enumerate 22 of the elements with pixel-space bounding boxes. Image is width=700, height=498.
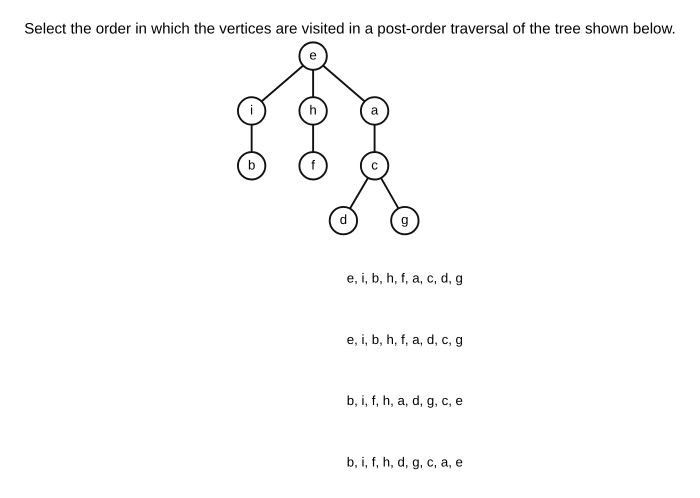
label: e, i, b, h, f, a, d, c, g	[346, 332, 463, 347]
connector	[349, 177, 369, 209]
connector	[380, 178, 400, 209]
label: b, i, f, h, a, d, g, c, e	[346, 393, 463, 408]
connector	[250, 124, 253, 152]
connector	[374, 124, 376, 152]
connector	[261, 65, 304, 102]
label: b, i, f, h, d, g, c, a, e	[346, 454, 463, 470]
node-circle: i	[237, 96, 266, 126]
node-circle: f	[298, 151, 328, 180]
connector	[312, 70, 314, 97]
node-circle: c	[360, 151, 390, 180]
node-circle: h	[298, 96, 328, 126]
connector	[312, 124, 314, 152]
diagram-title: Select the order in which the vertices are visited in a post-order traversal of the tree shown below.	[24, 20, 676, 38]
node-circle: d	[328, 206, 358, 236]
label: e, i, b, h, f, a, c, d, g	[346, 270, 463, 286]
node-circle: a	[360, 96, 390, 126]
node-circle: e	[298, 41, 328, 71]
node-circle: b	[237, 151, 266, 180]
node-circle: g	[390, 206, 420, 236]
connector	[322, 65, 366, 102]
